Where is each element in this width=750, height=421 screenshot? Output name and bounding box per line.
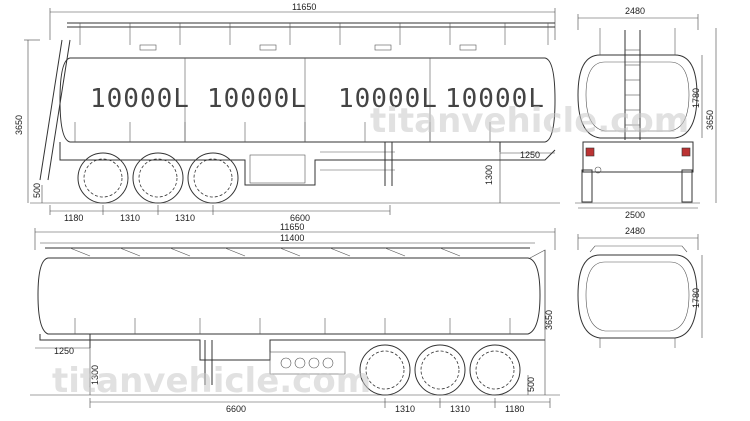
top-overall-length-label: 11650: [292, 2, 316, 12]
top-height-label: 3650: [14, 115, 24, 135]
top-rear-to-kingpin-label: 6600: [290, 213, 310, 223]
top-end-height-label: 3650: [705, 110, 715, 130]
top-front-overhang-label: 1180: [64, 213, 83, 223]
compartment-3-capacity: 10000L: [338, 84, 438, 114]
bottom-kingpin-offset-label: 1250: [54, 346, 74, 356]
top-kingpin-offset-label: 1250: [520, 150, 540, 160]
bottom-rear-overhang-label: 1180: [505, 404, 524, 414]
top-end-tank-height-label: 1780: [691, 88, 701, 108]
bottom-end-top-width-label: 2480: [625, 226, 645, 236]
top-axle-spacing-1-label: 1310: [120, 213, 140, 223]
top-axle-spacing-2-label: 1310: [175, 213, 195, 223]
compartment-1-capacity: 10000L: [90, 84, 190, 114]
bottom-axle-spacing-1-label: 1310: [395, 404, 415, 414]
top-side-view: 11650 10000L 10000L 1000: [14, 2, 560, 223]
bottom-ground-clearance-label: 500: [526, 377, 536, 392]
bottom-height-label: 3650: [544, 310, 554, 330]
bottom-overall-length-label: 11650: [280, 222, 304, 232]
watermark-top: titanvehicle.com: [370, 101, 689, 141]
bottom-end-tank-height-label: 1780: [691, 288, 701, 308]
watermark-bottom: titanvehicle.com: [52, 361, 371, 401]
top-ground-clearance-label: 500: [32, 183, 42, 198]
top-fifth-wheel-height-label: 1300: [484, 165, 494, 185]
bottom-axle-spacing-2-label: 1310: [450, 404, 470, 414]
bottom-side-view: 11650 11400: [30, 222, 560, 414]
bottom-end-view: 2480 1780: [577, 226, 703, 348]
compartment-4-capacity: 10000L: [445, 84, 545, 114]
bottom-tank-length-label: 11400: [280, 233, 304, 243]
bottom-fifth-wheel-height-label: 1300: [90, 365, 100, 385]
compartment-2-capacity: 10000L: [207, 84, 307, 114]
bottom-kingpin-to-axle-label: 6600: [226, 404, 246, 414]
top-end-view: 2480 1780 3650 2500: [575, 6, 717, 220]
top-end-bottom-width-label: 2500: [625, 210, 645, 220]
top-end-top-width-label: 2480: [625, 6, 645, 16]
